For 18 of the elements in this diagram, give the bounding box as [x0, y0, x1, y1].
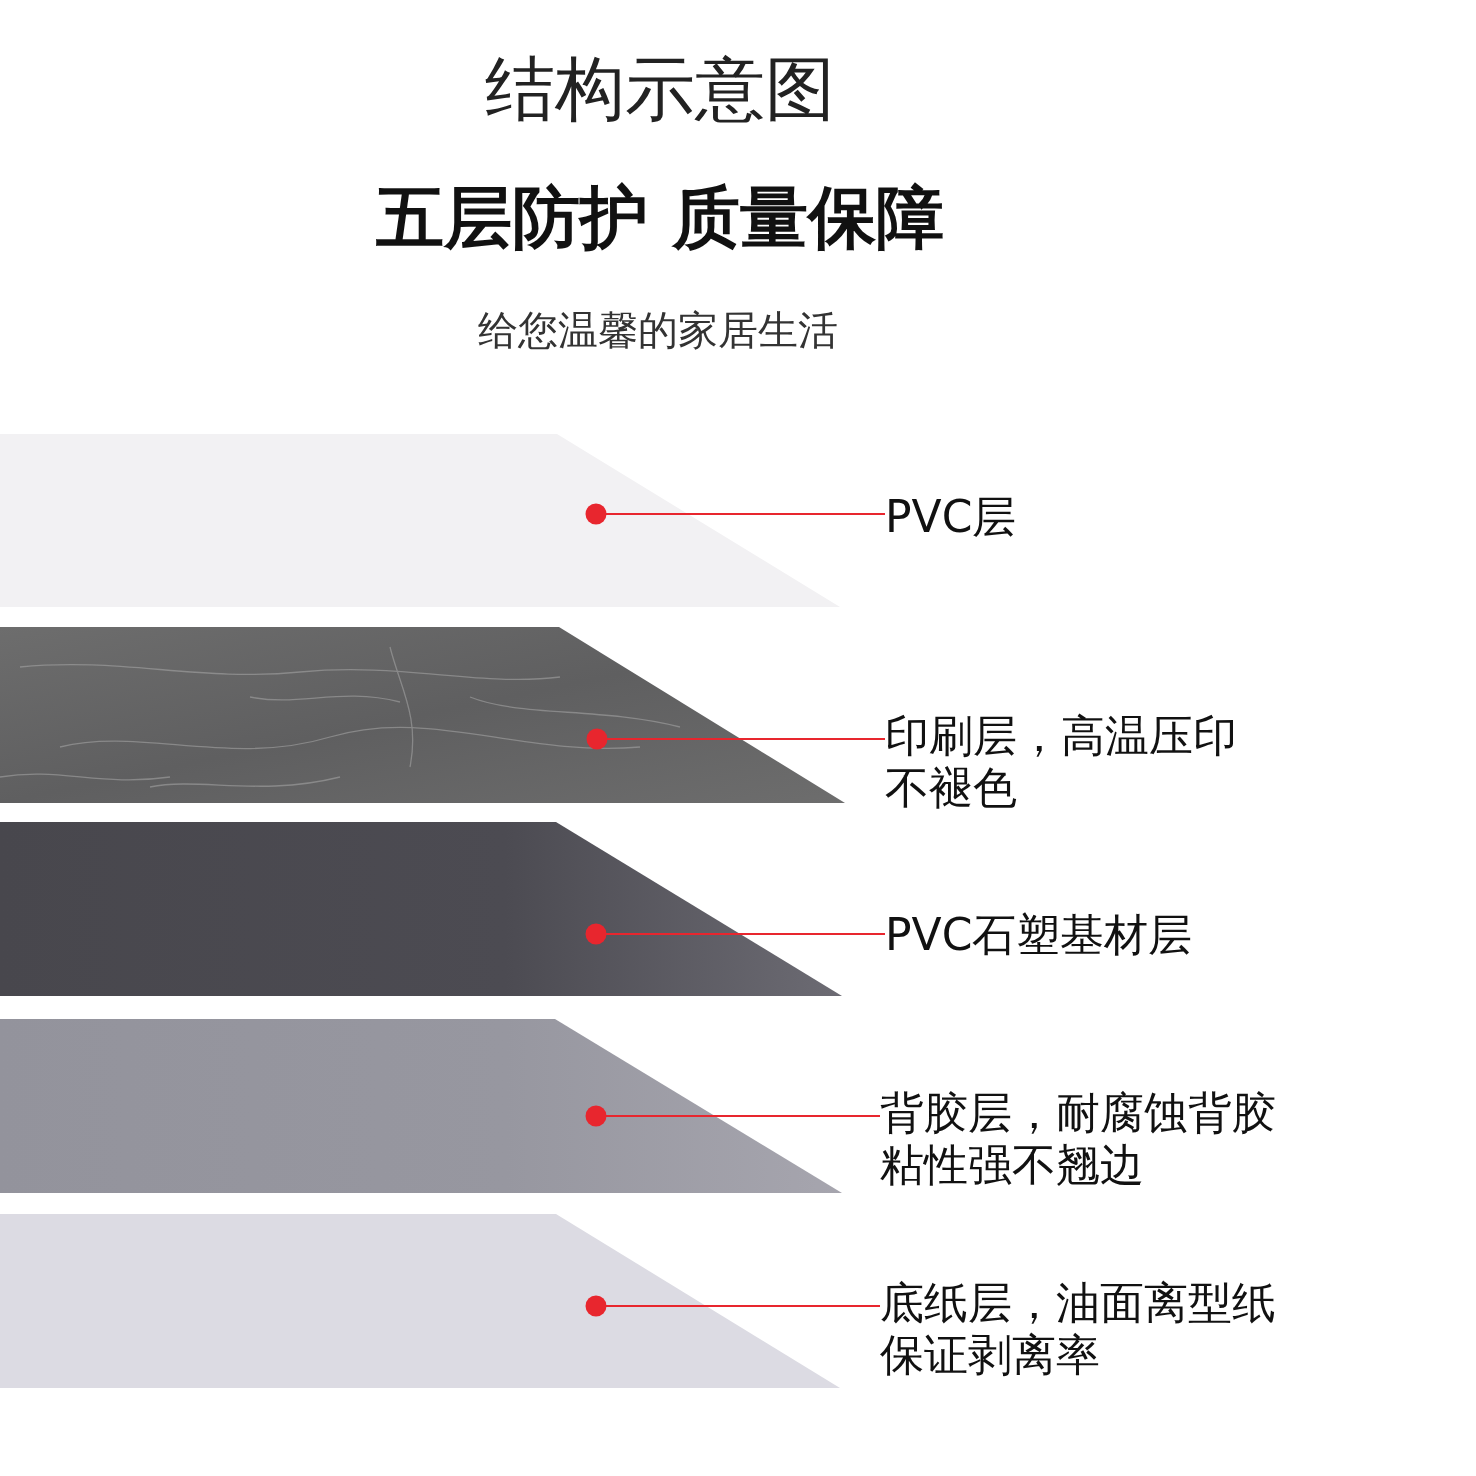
leader-line — [585, 1105, 881, 1127]
layer-slab — [0, 1214, 840, 1388]
tagline-text: 给您温馨的家居生活 — [478, 308, 838, 352]
layer-description: 背胶层，耐腐蚀背胶粘性强不翘边 — [880, 1087, 1285, 1191]
layer-description: 底纸层，油面离型纸保证剥离率 — [880, 1277, 1285, 1381]
layer-description: 印刷层，高温压印不褪色 — [885, 710, 1245, 814]
leader-line — [586, 728, 886, 750]
slogan-heading: 五层防护 质量保障 — [376, 180, 944, 255]
layer-description: PVC层 — [885, 491, 1017, 543]
layer-slab — [0, 1019, 842, 1193]
leader-line — [585, 503, 886, 525]
leader-line — [585, 1295, 881, 1317]
layer-description: PVC石塑基材层 — [885, 909, 1193, 961]
marble-layer-slab — [0, 627, 845, 803]
layer-slab — [0, 434, 840, 607]
layer-slab — [0, 822, 842, 996]
diagram-title: 结构示意图 — [485, 52, 835, 126]
leader-line — [585, 923, 886, 945]
